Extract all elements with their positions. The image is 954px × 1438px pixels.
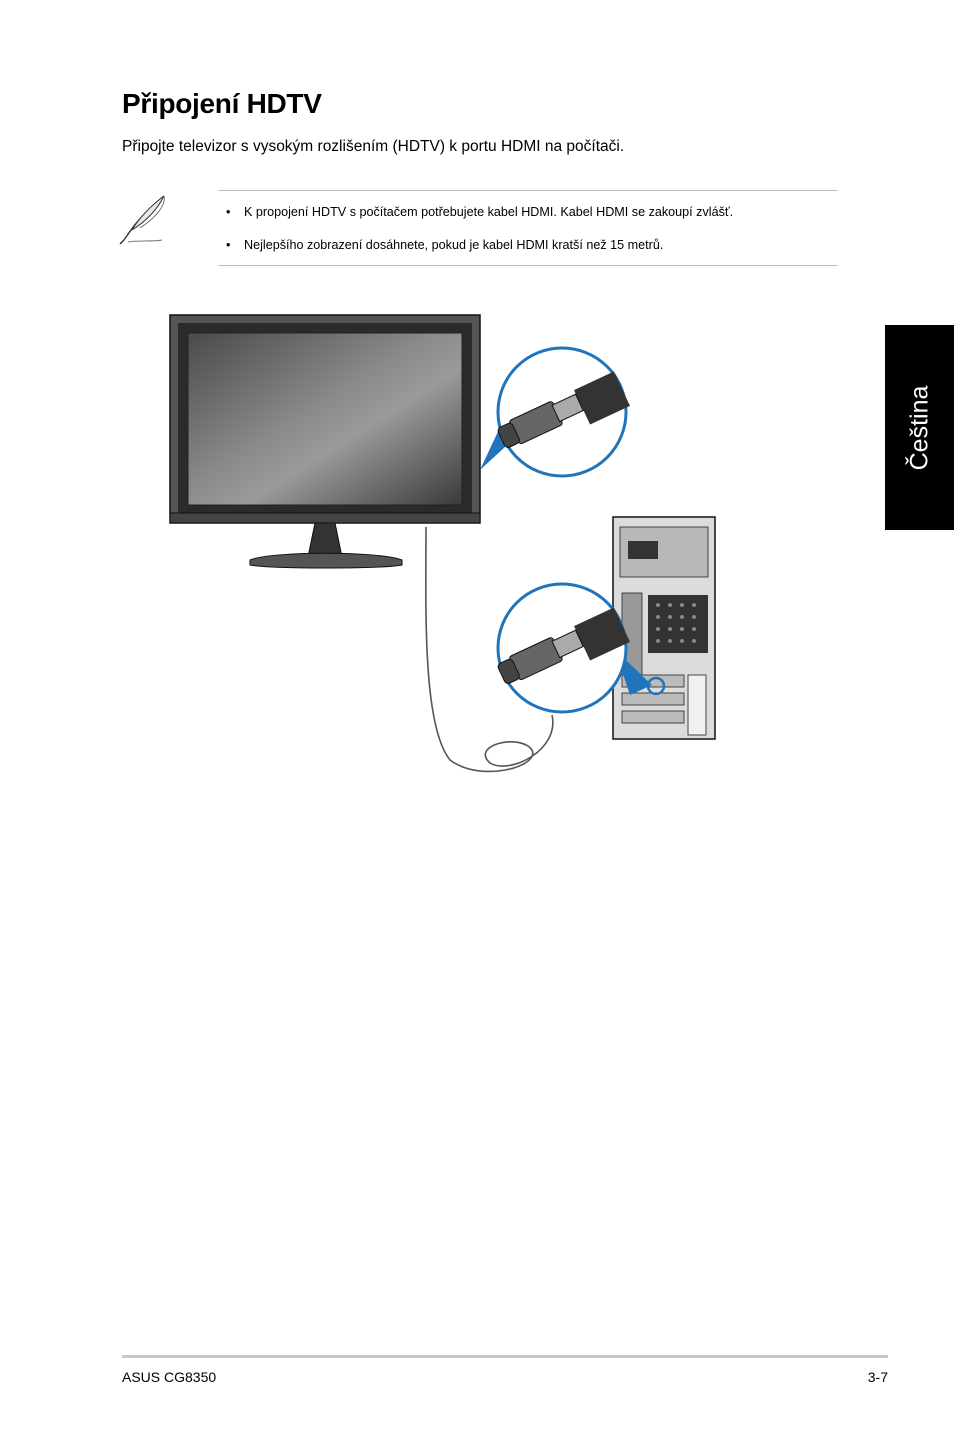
bullet: • xyxy=(226,205,231,219)
language-side-tab: Čeština xyxy=(885,325,954,530)
note-text: Nejlepšího zobrazení dosáhnete, pokud je… xyxy=(244,238,664,252)
hdtv-monitor xyxy=(169,314,481,569)
note-text: K propojení HDTV s počítačem potřebujete… xyxy=(244,205,734,219)
hdmi-callout-monitor xyxy=(480,346,630,478)
hdtv-connection-illustration xyxy=(169,314,716,773)
intro-paragraph: Připojte televizor s vysokým rozlišením … xyxy=(122,138,625,155)
hdmi-cable xyxy=(425,526,554,773)
footer-model: ASUS CG8350 xyxy=(122,1369,217,1385)
note-item: • Nejlepšího zobrazení dosáhnete, pokud j… xyxy=(226,238,663,252)
bullet: • xyxy=(226,238,231,252)
hdmi-callout-pc xyxy=(496,582,652,714)
language-label: Čeština xyxy=(905,385,933,470)
page-title: Připojení HDTV xyxy=(122,88,322,119)
feather-pen-icon xyxy=(119,195,165,245)
desktop-pc-tower xyxy=(612,516,716,740)
note-box: • K propojení HDTV s počítačem potřebujet… xyxy=(218,190,838,266)
footer-divider xyxy=(122,1355,888,1358)
note-item: • K propojení HDTV s počítačem potřebujet… xyxy=(226,205,733,219)
footer-page-number: 3-7 xyxy=(867,1369,888,1385)
